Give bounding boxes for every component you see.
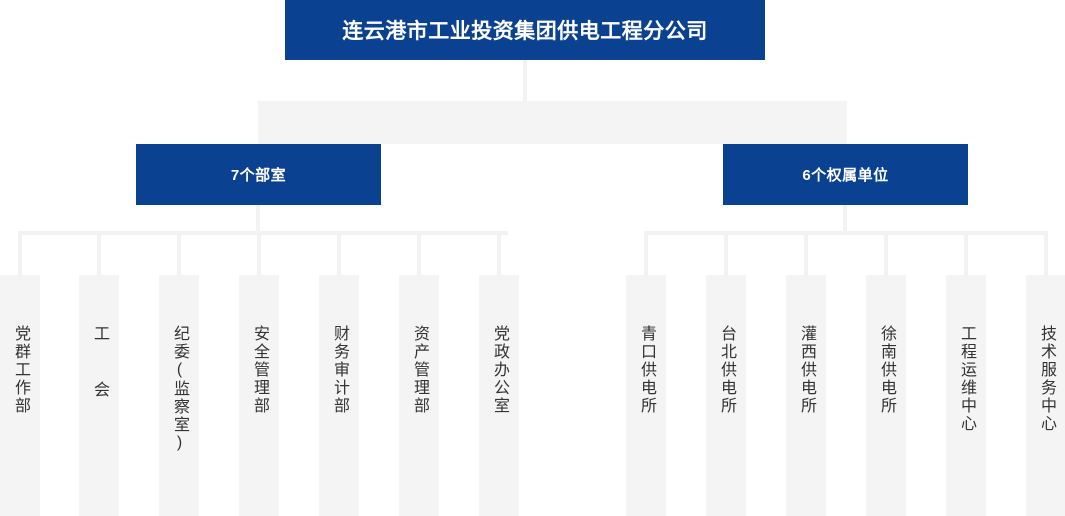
connector-left-rail	[18, 231, 508, 235]
group-node-subsidiaries[interactable]: 6个权属单位	[723, 144, 968, 205]
leaf-node-unit-3-label: 灌西供电所	[798, 325, 815, 415]
leaf-node-department-2[interactable]: 工 会	[79, 275, 119, 516]
connector-right-drop-3	[804, 231, 808, 275]
connector-left-drop-3	[177, 231, 181, 275]
leaf-node-unit-4[interactable]: 徐南供电所	[866, 275, 906, 516]
connector-left-drop-6	[417, 231, 421, 275]
group-node-subsidiaries-label: 6个权属单位	[802, 167, 889, 184]
connector-left-drop-1	[18, 231, 22, 275]
leaf-node-unit-3[interactable]: 灌西供电所	[786, 275, 826, 516]
connector-right-drop-4	[884, 231, 888, 275]
leaf-node-unit-2-label: 台北供电所	[718, 325, 735, 415]
connector-left-drop-2	[97, 231, 101, 275]
leaf-node-unit-6-label: 技术服务中心	[1038, 325, 1055, 433]
leaf-node-unit-5-label: 工程运维中心	[958, 325, 975, 433]
leaf-node-unit-1-label: 青口供电所	[638, 325, 655, 415]
leaf-node-department-6[interactable]: 资产管理部	[399, 275, 439, 516]
connector-right-drop-1	[644, 231, 648, 275]
leaf-node-unit-2[interactable]: 台北供电所	[706, 275, 746, 516]
root-node[interactable]: 连云港市工业投资集团供电工程分公司	[285, 0, 765, 60]
leaf-node-department-2-label: 工 会	[91, 325, 108, 399]
leaf-node-department-3-label: 纪委(监察室)	[171, 325, 188, 453]
connector-right-rail	[644, 231, 1048, 235]
leaf-node-department-7-label: 党政办公室	[491, 325, 508, 415]
leaf-node-department-7[interactable]: 党政办公室	[479, 275, 519, 516]
connector-right-drop-6	[1044, 231, 1048, 275]
leaf-node-unit-4-label: 徐南供电所	[878, 325, 895, 415]
leaf-node-department-1-label: 党群工作部	[12, 325, 29, 415]
connector-level2-band	[258, 101, 847, 144]
leaf-node-unit-5[interactable]: 工程运维中心	[946, 275, 986, 516]
leaf-node-department-3[interactable]: 纪委(监察室)	[159, 275, 199, 516]
group-node-departments-label: 7个部室	[230, 167, 287, 184]
leaf-node-department-5[interactable]: 财务审计部	[319, 275, 359, 516]
connector-left-drop-7	[497, 231, 501, 275]
leaf-node-department-1[interactable]: 党群工作部	[0, 275, 40, 516]
leaf-node-unit-6[interactable]: 技术服务中心	[1026, 275, 1065, 516]
leaf-node-unit-1[interactable]: 青口供电所	[626, 275, 666, 516]
connector-right-drop-2	[724, 231, 728, 275]
group-node-departments[interactable]: 7个部室	[136, 144, 381, 205]
leaf-node-department-4-label: 安全管理部	[251, 325, 268, 415]
connector-left-drop-5	[337, 231, 341, 275]
leaf-node-department-5-label: 财务审计部	[331, 325, 348, 415]
leaf-node-department-6-label: 资产管理部	[411, 325, 428, 415]
connector-right-stem	[843, 205, 847, 235]
connector-left-stem	[256, 205, 260, 235]
connector-left-drop-4	[257, 231, 261, 275]
root-node-label: 连云港市工业投资集团供电工程分公司	[342, 20, 708, 43]
connector-right-drop-5	[964, 231, 968, 275]
connector-root-stem	[523, 60, 527, 101]
leaf-node-department-4[interactable]: 安全管理部	[239, 275, 279, 516]
